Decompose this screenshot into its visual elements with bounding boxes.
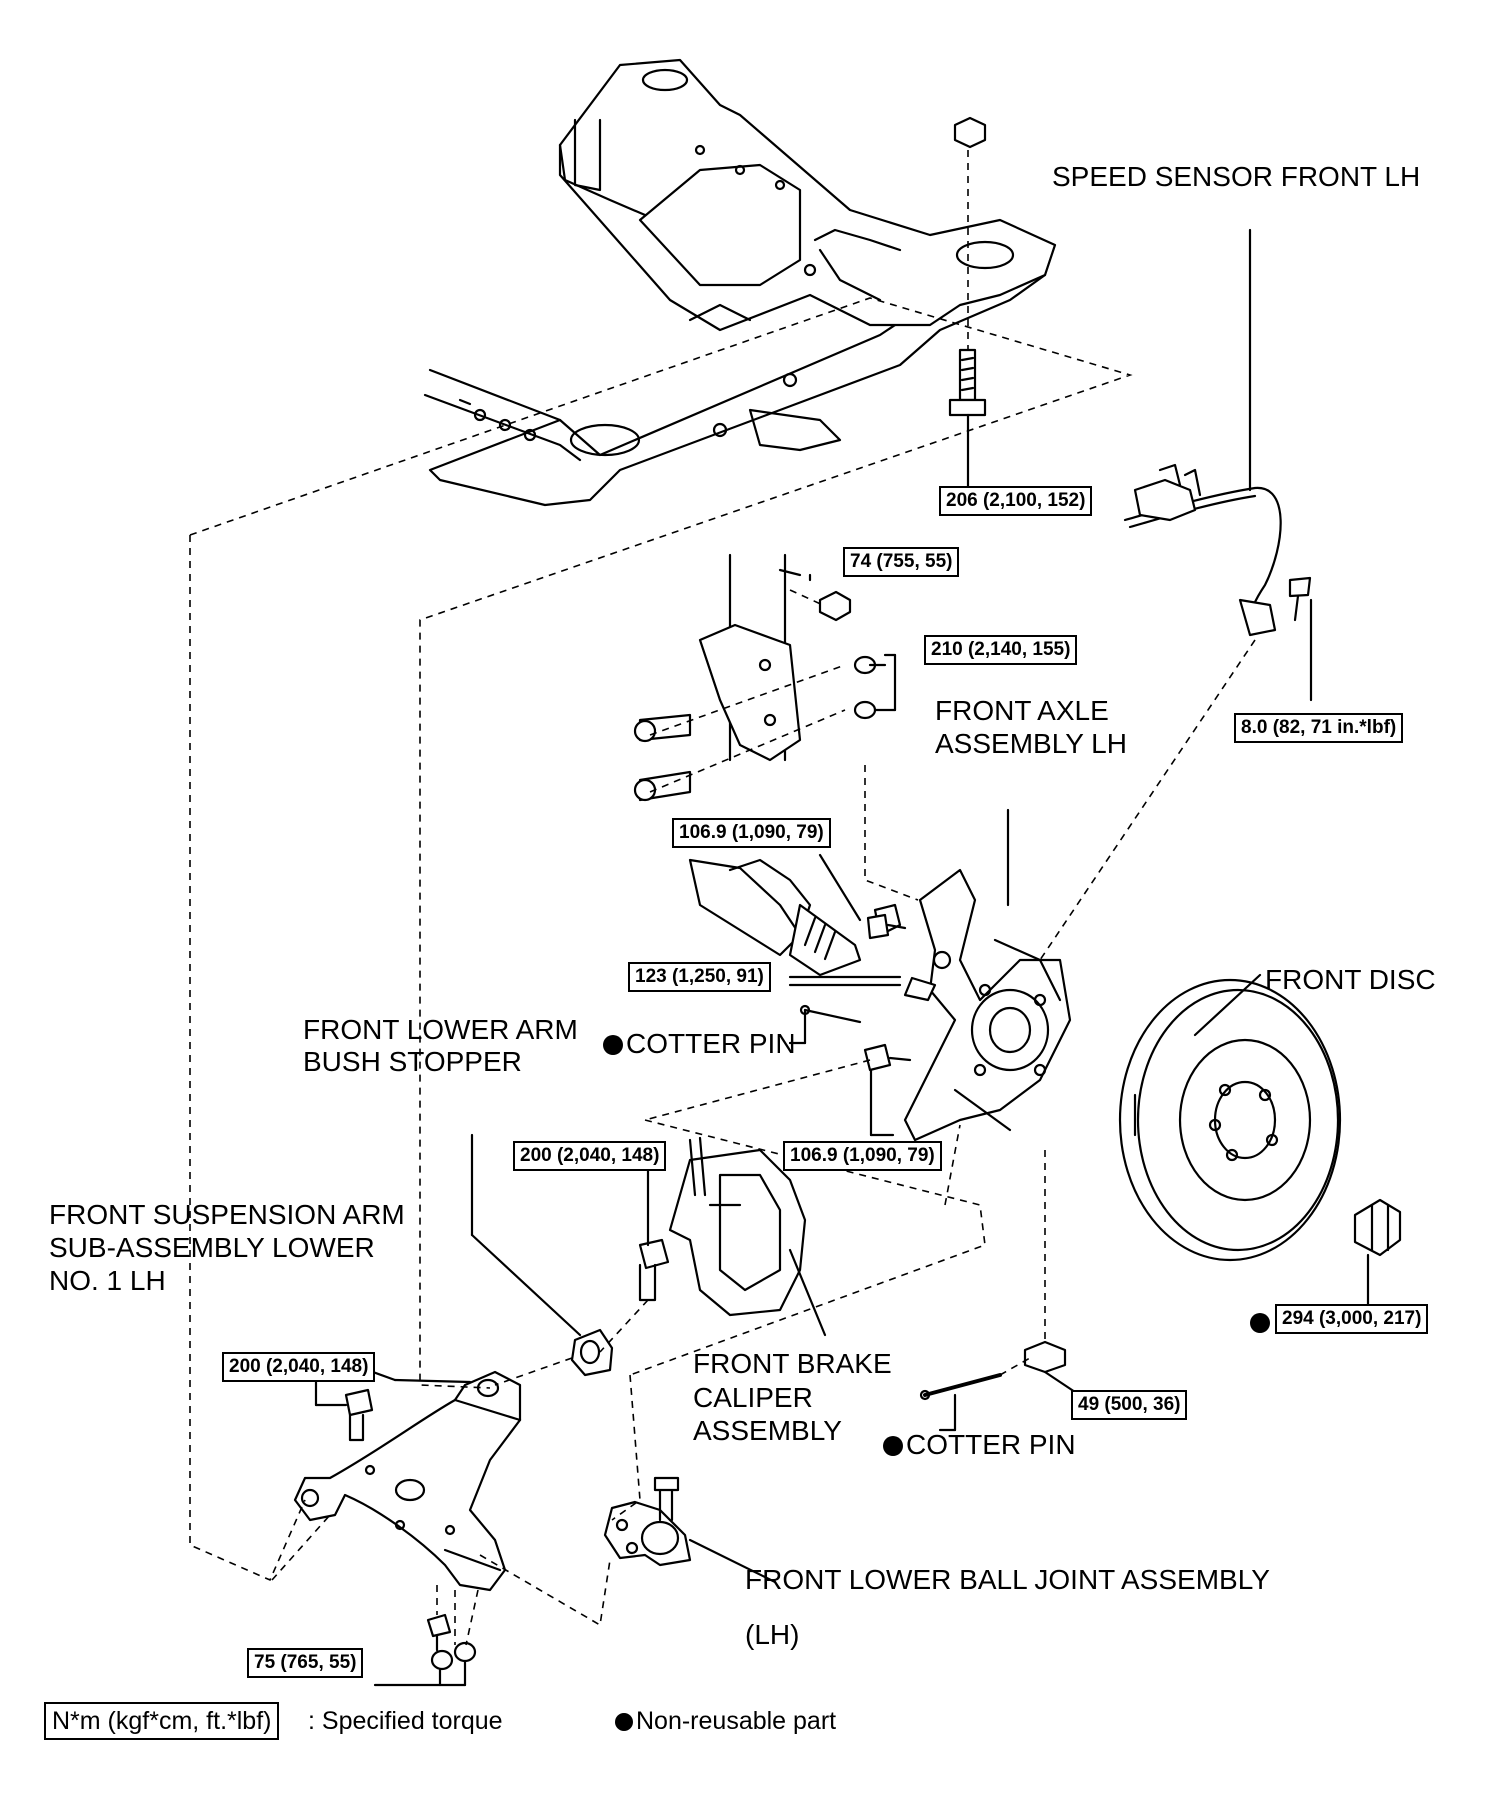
label-cotter-pin-lower: COTTER PIN	[883, 1428, 1076, 1462]
speed-sensor	[1123, 228, 1313, 702]
label-caliper-line3: ASSEMBLY	[693, 1415, 842, 1446]
front-disc	[1118, 973, 1342, 1262]
torque-206: 206 (2,100, 152)	[939, 486, 1093, 516]
crossmember-nut-and-bolt	[948, 116, 987, 492]
caliper-bolt	[638, 1163, 670, 1302]
label-ball-joint-line2: (LH)	[745, 1619, 800, 1650]
lower-suspension-arm	[293, 1358, 522, 1592]
label-suspension-arm-line3: NO. 1 LH	[49, 1265, 166, 1296]
nonreusable-dot-icon	[1250, 1313, 1270, 1333]
torque-75: 75 (765, 55)	[247, 1648, 364, 1678]
torque-106-9-upper: 106.9 (1,090, 79)	[672, 818, 831, 848]
legend-nonreusable: Non-reusable part	[615, 1704, 836, 1738]
torque-8: 8.0 (82, 71 in.*lbf)	[1234, 713, 1404, 743]
nonreusable-dot-icon	[883, 1436, 903, 1456]
label-cotter-pin-upper: COTTER PIN	[603, 1027, 796, 1061]
label-caliper-line1: FRONT BRAKE	[693, 1348, 892, 1379]
torque-210: 210 (2,140, 155)	[924, 635, 1078, 665]
bush-stopper	[470, 1133, 614, 1377]
steering-knuckle	[903, 868, 1072, 1142]
lower-ball-joint	[603, 1476, 777, 1584]
arm-bolts-75	[373, 1613, 477, 1687]
drive-shaft	[688, 858, 902, 977]
hub-nut	[1353, 1198, 1402, 1320]
torque-49: 49 (500, 36)	[1071, 1390, 1188, 1420]
label-caliper-line2: CALIPER	[693, 1382, 813, 1413]
legend-unit-description: : Specified torque	[308, 1707, 503, 1735]
label-speed-sensor: SPEED SENSOR FRONT LH	[1052, 161, 1421, 192]
torque-294: 294 (3,000, 217)	[1275, 1304, 1429, 1334]
brake-caliper	[668, 1136, 827, 1337]
torque-200-caliper: 200 (2,040, 148)	[513, 1141, 667, 1171]
nonreusable-dot-icon	[615, 1713, 633, 1731]
label-bush-stopper-line1: FRONT LOWER ARM	[303, 1014, 578, 1045]
leader-lines	[788, 573, 1137, 1137]
knuckle-fasteners	[799, 913, 937, 1072]
label-suspension-arm-line2: SUB-ASSEMBLY LOWER	[49, 1232, 375, 1263]
strut-bracket	[633, 553, 877, 802]
nonreusable-dot-icon	[603, 1035, 623, 1055]
torque-123: 123 (1,250, 91)	[628, 962, 771, 992]
label-front-disc: FRONT DISC	[1265, 964, 1436, 995]
torque-200-arm: 200 (2,040, 148)	[222, 1352, 376, 1382]
torque-74: 74 (755, 55)	[843, 547, 960, 577]
torque-106-9-lower: 106.9 (1,090, 79)	[783, 1141, 942, 1171]
arm-bolt	[314, 1378, 374, 1442]
legend-unit-box: N*m (kgf*cm, ft.*lbf)	[44, 1702, 280, 1740]
label-ball-joint-line1: FRONT LOWER BALL JOINT ASSEMBLY	[745, 1564, 1270, 1595]
label-front-axle-line2: ASSEMBLY LH	[935, 728, 1127, 759]
label-bush-stopper-line2: BUSH STOPPER	[303, 1046, 522, 1077]
label-front-axle-line1: FRONT AXLE	[935, 695, 1109, 726]
label-suspension-arm-line1: FRONT SUSPENSION ARM	[49, 1199, 405, 1230]
suspension-crossmember	[423, 58, 1057, 507]
